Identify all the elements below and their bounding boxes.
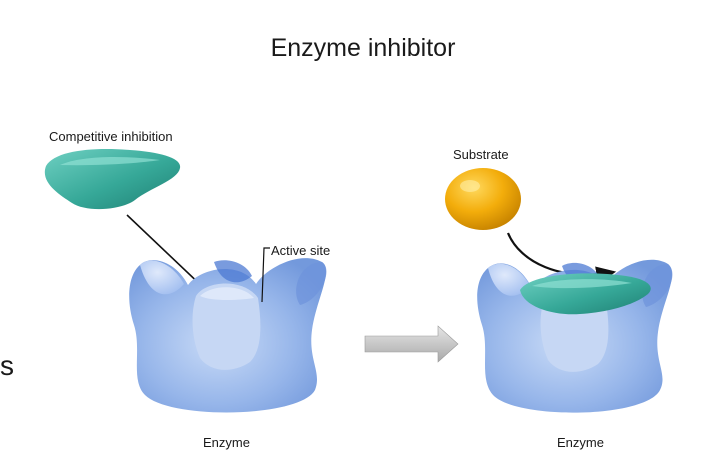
substrate-arrow [506, 232, 617, 284]
cropped-text-fragment: s [0, 350, 14, 381]
active-site-pointer [261, 247, 270, 303]
process-arrow [364, 325, 459, 363]
substrate-label: Substrate [453, 147, 509, 162]
active-site-label: Active site [271, 243, 331, 258]
competitive-inhibitor-shape [44, 148, 181, 210]
inhibition-arrow [126, 214, 209, 293]
enzyme-left-shape [129, 258, 327, 413]
substrate-sphere [445, 168, 521, 230]
competitive-inhibition-label: Competitive inhibition [49, 129, 173, 144]
bound-inhibitor-shape [520, 273, 651, 315]
enzyme-right-label: Enzyme [557, 435, 604, 450]
diagram-title: Enzyme inhibitor [270, 34, 456, 62]
enzyme-left-label: Enzyme [203, 435, 250, 450]
